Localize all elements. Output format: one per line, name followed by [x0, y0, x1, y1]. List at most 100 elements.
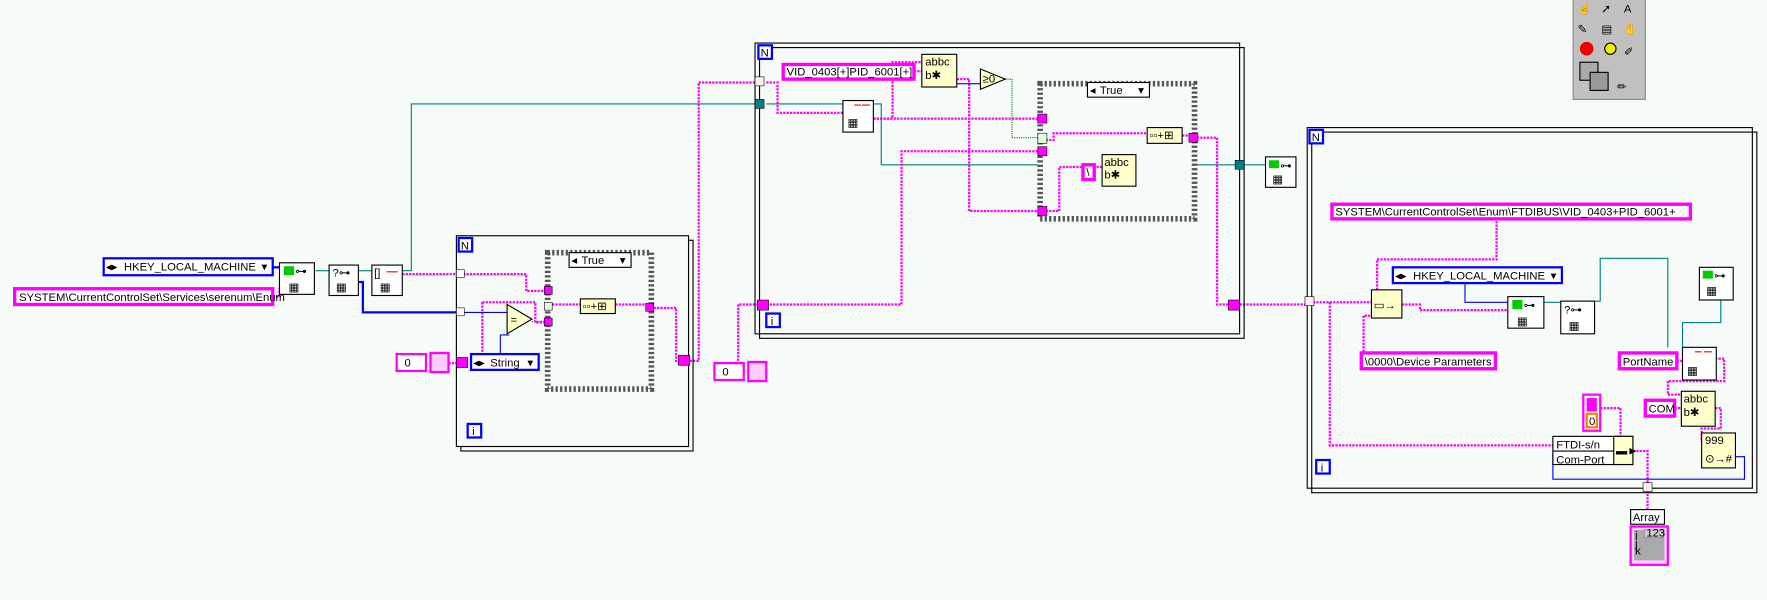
loop-index-terminal: i — [765, 312, 781, 329]
build-array-icon[interactable]: ▫▫+⊞ — [579, 298, 616, 315]
breakpoint-tool-icon[interactable] — [1579, 41, 1594, 56]
dropdown-arrow-icon[interactable]: ▾ — [1138, 85, 1144, 97]
svg-text:▫▫+⊞: ▫▫+⊞ — [583, 301, 607, 313]
equal-compare-icon[interactable]: = — [506, 303, 534, 335]
dropdown-arrow-icon[interactable]: ▾ — [620, 255, 626, 267]
svg-text:▦: ▦ — [288, 282, 299, 294]
loop-1-wires — [456, 272, 690, 362]
index-numeric-constant[interactable]: 0 — [713, 360, 768, 383]
svg-text:[]: [] — [374, 267, 380, 279]
svg-text:i: i — [1635, 530, 1638, 542]
svg-text:k: k — [1635, 546, 1641, 558]
svg-text:j: j — [1634, 538, 1638, 550]
svg-text:i: i — [1321, 462, 1324, 474]
close-registry-key-icon[interactable]: ⊶▦ — [1698, 266, 1734, 301]
device-params-string-constant[interactable]: \0000\Device Parameters — [1359, 351, 1498, 371]
svg-text:⊶: ⊶ — [295, 266, 306, 278]
loop-count-terminal: N — [457, 236, 474, 253]
backslash-string-constant[interactable]: \ — [1081, 163, 1096, 182]
svg-text:▦: ▦ — [336, 282, 347, 294]
enum-arrows-icon[interactable]: ◂▸ — [106, 262, 118, 274]
read-registry-value-icon[interactable]: ▦ — [1681, 346, 1717, 381]
pattern-string-constant[interactable]: VID_0403[+]PID_6001[+] — [781, 62, 916, 81]
index-numeric-constant[interactable]: 0 — [395, 351, 450, 374]
for-loop-1[interactable] — [455, 235, 694, 452]
enum-registry-keys-icon[interactable]: []▦ — [371, 264, 403, 297]
scroll-tool-icon[interactable]: ✋ — [1624, 22, 1638, 36]
dropdown-arrow-icon[interactable]: ▾ — [527, 357, 533, 369]
probe-tool-icon[interactable] — [1604, 42, 1617, 55]
hkey-root-enum[interactable]: ◂▸HKEY_LOCAL_MACHINE▾ — [1391, 266, 1564, 285]
text-tool-icon[interactable]: A — [1624, 4, 1632, 16]
case-selector-label[interactable]: True — [1100, 85, 1123, 97]
tunnels — [456, 76, 1653, 492]
svg-text:▦: ▦ — [1517, 316, 1528, 328]
key-path-string-constant[interactable]: SYSTEM\CurrentControlSet\Services\serenu… — [12, 287, 285, 307]
svg-text:0: 0 — [1589, 416, 1595, 428]
svg-text:▫▫+⊞: ▫▫+⊞ — [1149, 130, 1173, 142]
wiring-tool-icon[interactable]: ✎ — [1578, 24, 1587, 36]
svg-text:SYSTEM\CurrentControlSet\Enum\: SYSTEM\CurrentControlSet\Enum\FTDIBUS\VI… — [1335, 206, 1676, 218]
decrement-arrow-icon[interactable]: ◂ — [1090, 85, 1096, 97]
bundle-cluster-node[interactable]: FTDI-s/n Com-Port ▬► — [1552, 435, 1638, 466]
svg-text:b✱: b✱ — [1104, 169, 1120, 181]
svg-text:\: \ — [1086, 167, 1090, 179]
array-indicator[interactable]: Array i j k 123 — [1629, 509, 1669, 566]
svg-text:▦: ▦ — [1272, 174, 1283, 186]
loop-index-terminal: i — [1315, 458, 1331, 475]
svg-text:▦: ▦ — [847, 117, 858, 129]
dropdown-arrow-icon[interactable]: ▾ — [1551, 271, 1557, 283]
svg-text:i: i — [771, 316, 774, 328]
dropdown-arrow-icon[interactable]: ▾ — [261, 262, 267, 274]
svg-text:▦: ▦ — [1569, 320, 1580, 332]
shortcut-menu-tool-icon[interactable]: ▤ — [1601, 24, 1612, 36]
scan-from-string-icon[interactable]: 999⊙→# — [1701, 432, 1737, 469]
case-selector-label[interactable]: True — [581, 255, 604, 267]
svg-text:?⊶: ?⊶ — [332, 267, 350, 279]
loop-index-terminal: i — [466, 422, 483, 439]
enum-arrows-icon[interactable]: ◂▸ — [473, 357, 485, 369]
query-registry-key-icon[interactable]: ?⊶ ▦ — [1560, 300, 1596, 335]
for-loop-3[interactable] — [1306, 127, 1758, 494]
svg-text:▦: ▦ — [380, 282, 391, 294]
concatenate-strings-icon[interactable]: ▭→ — [1370, 289, 1403, 319]
svg-text:FTDI-s/n: FTDI-s/n — [1556, 440, 1600, 452]
operate-tool-icon[interactable]: ☝ — [1578, 2, 1592, 16]
svg-text:▭→: ▭→ — [1374, 300, 1396, 312]
type-enum-string[interactable]: ◂▸String▾ — [469, 352, 540, 371]
svg-text:N: N — [461, 240, 469, 252]
case-structure-2[interactable]: True ◂ ▾ — [1037, 80, 1198, 222]
svg-text:b✱: b✱ — [925, 70, 941, 82]
color-copy-tool-icon[interactable]: ✐ — [1624, 46, 1633, 58]
loop-count-terminal: N — [1308, 128, 1325, 145]
ftdi-path-string-constant[interactable]: SYSTEM\CurrentControlSet\Enum\FTDIBUS\VI… — [1330, 202, 1693, 221]
greater-or-equal-zero-icon[interactable]: ≥0 — [979, 68, 1007, 91]
close-registry-key-icon[interactable]: ⊶▦ — [1264, 156, 1297, 188]
build-array-icon[interactable]: ▫▫+⊞ — [1146, 127, 1183, 144]
for-loop-2[interactable] — [754, 42, 1245, 339]
query-registry-key-icon[interactable]: ?⊶ ▦ — [328, 264, 359, 297]
open-registry-key-icon[interactable]: ⊶▦ — [278, 262, 315, 295]
svg-text:COM: COM — [1649, 404, 1675, 416]
enum-registry-keys-icon[interactable]: ▦ — [842, 99, 874, 133]
com-string-constant[interactable]: COM — [1643, 398, 1677, 418]
boolean-constant[interactable]: 0 — [1582, 393, 1602, 432]
open-registry-key-icon[interactable]: ⊶▦ — [1507, 296, 1545, 329]
portname-string-constant[interactable]: PortName — [1617, 351, 1679, 371]
hkey-root-enum[interactable]: ◂▸ HKEY_LOCAL_MACHINE ▾ — [102, 257, 274, 277]
svg-text:?⊶: ?⊶ — [1564, 305, 1582, 317]
wires — [272, 61, 1746, 519]
position-tool-icon[interactable]: ➚ — [1601, 4, 1610, 16]
svg-text:Com-Port: Com-Port — [1556, 454, 1605, 466]
svg-text:abbc: abbc — [925, 57, 950, 69]
svg-text:N: N — [761, 48, 769, 60]
enum-arrows-icon[interactable]: ◂▸ — [1395, 271, 1407, 283]
tools-palette[interactable]: ☝ ➚ A ✎ ▤ ✋ ✐ ✏ — [1572, 0, 1646, 100]
decrement-arrow-icon[interactable]: ◂ — [571, 255, 577, 267]
array-label: Array — [1633, 512, 1660, 524]
svg-text:b✱: b✱ — [1684, 407, 1700, 419]
